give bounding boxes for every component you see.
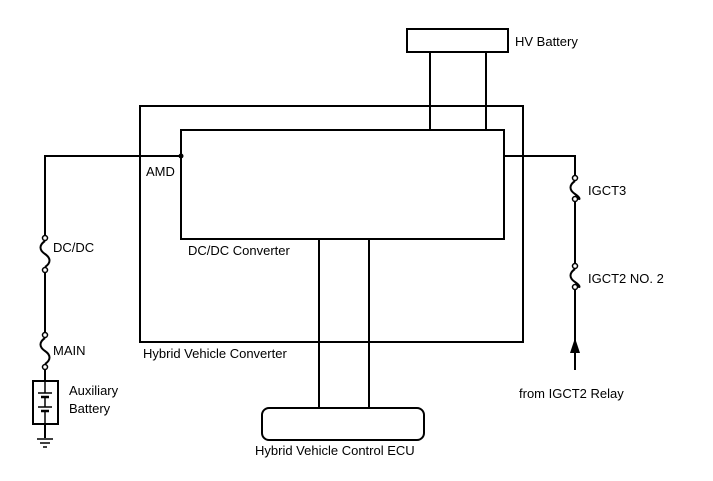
amd-label: AMD [146,164,175,179]
amd-wire [44,155,181,236]
igct2-fuse-terminal-bottom [571,283,579,291]
dcdc-converter-box [180,129,505,240]
arrow-up-icon [570,338,580,353]
dcdc-fuse-terminal-top [41,234,49,242]
igct2-fuse-terminal-top [571,262,579,270]
main-fuse-symbol [39,337,51,365]
auxiliary-battery-label-line1: Auxiliary [69,383,119,398]
igct3-fuse-terminal-bottom [571,195,579,203]
ground-icon [37,438,53,448]
dcdc-fuse-terminal-bottom [41,266,49,274]
auxiliary-battery-label-line2: Battery [69,401,111,416]
from-igct2-relay-label: from IGCT2 Relay [519,386,624,401]
hv-battery-box [406,28,509,53]
main-fuse-terminal-top [41,331,49,339]
igct2-no2-fuse-label: IGCT2 NO. 2 [588,271,664,286]
dcdc-fuse-symbol [39,240,51,268]
dcdc-converter-label: DC/DC Converter [188,243,290,258]
hybrid-vehicle-control-ecu-box [261,407,425,441]
hv-battery-label: HV Battery [515,34,578,49]
hybrid-vehicle-converter-box [139,105,524,343]
igct2-no2-fuse-symbol [569,268,581,289]
amd-junction-dot [178,153,184,159]
igct-wire [504,155,576,176]
igct3-fuse-label: IGCT3 [588,183,627,198]
igct3-fuse-terminal-top [571,174,579,182]
igct3-fuse-symbol [569,180,581,201]
hybrid-vehicle-control-ecu-label: Hybrid Vehicle Control ECU [255,443,415,458]
battery-cells-icon [38,381,52,424]
hybrid-vehicle-converter-label: Hybrid Vehicle Converter [143,346,287,361]
main-fuse-terminal-bottom [41,363,49,371]
main-fuse-label: MAIN [53,343,86,358]
dcdc-fuse-label: DC/DC [53,240,95,255]
